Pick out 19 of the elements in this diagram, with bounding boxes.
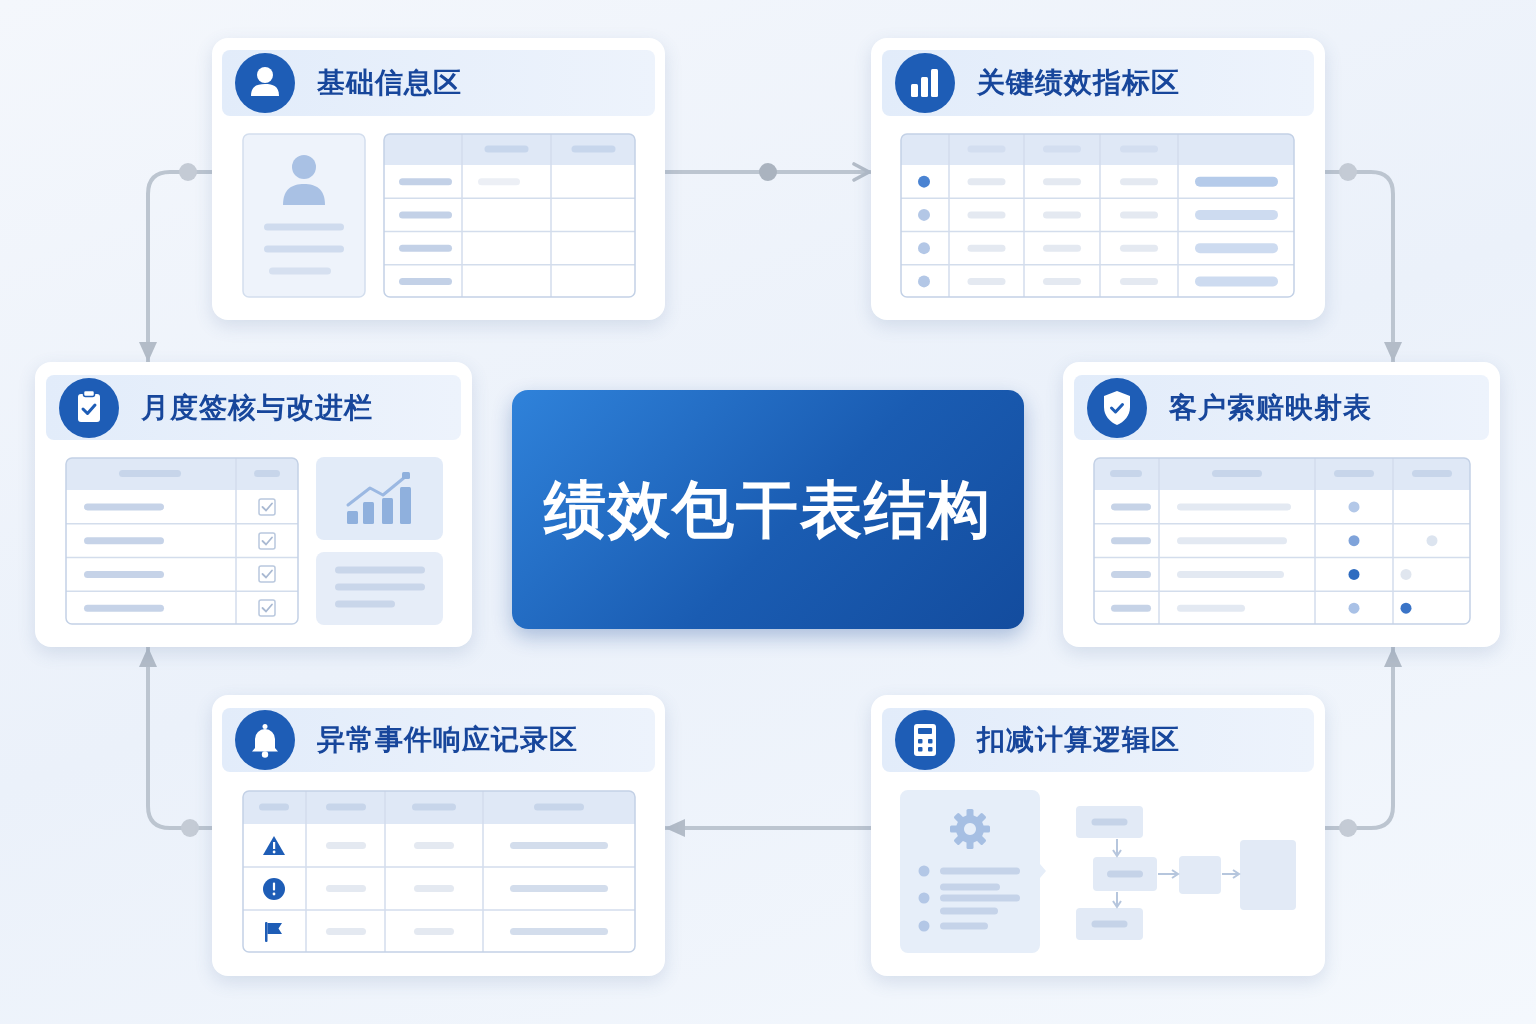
card bbox=[871, 38, 1325, 320]
card-title: 客户索赔映射表 bbox=[1169, 389, 1372, 426]
card-title: 月度签核与改进栏 bbox=[141, 389, 373, 426]
arrow bbox=[665, 162, 871, 182]
card-title: 扣减计算逻辑区 bbox=[977, 722, 1180, 758]
card-title: 基础信息区 bbox=[317, 65, 462, 101]
card-title: 异常事件响应记录区 bbox=[317, 722, 578, 758]
arrow bbox=[139, 170, 212, 362]
arrow bbox=[665, 819, 871, 837]
card bbox=[212, 38, 665, 320]
card bbox=[1063, 362, 1500, 647]
arrow bbox=[1325, 170, 1402, 362]
arrow bbox=[139, 647, 212, 830]
title-box bbox=[512, 390, 1024, 629]
card bbox=[35, 362, 472, 647]
title-text: 绩效包干表结构 bbox=[544, 471, 992, 548]
card bbox=[212, 695, 665, 976]
arrow bbox=[1325, 647, 1402, 830]
card-title: 关键绩效指标区 bbox=[977, 65, 1180, 101]
